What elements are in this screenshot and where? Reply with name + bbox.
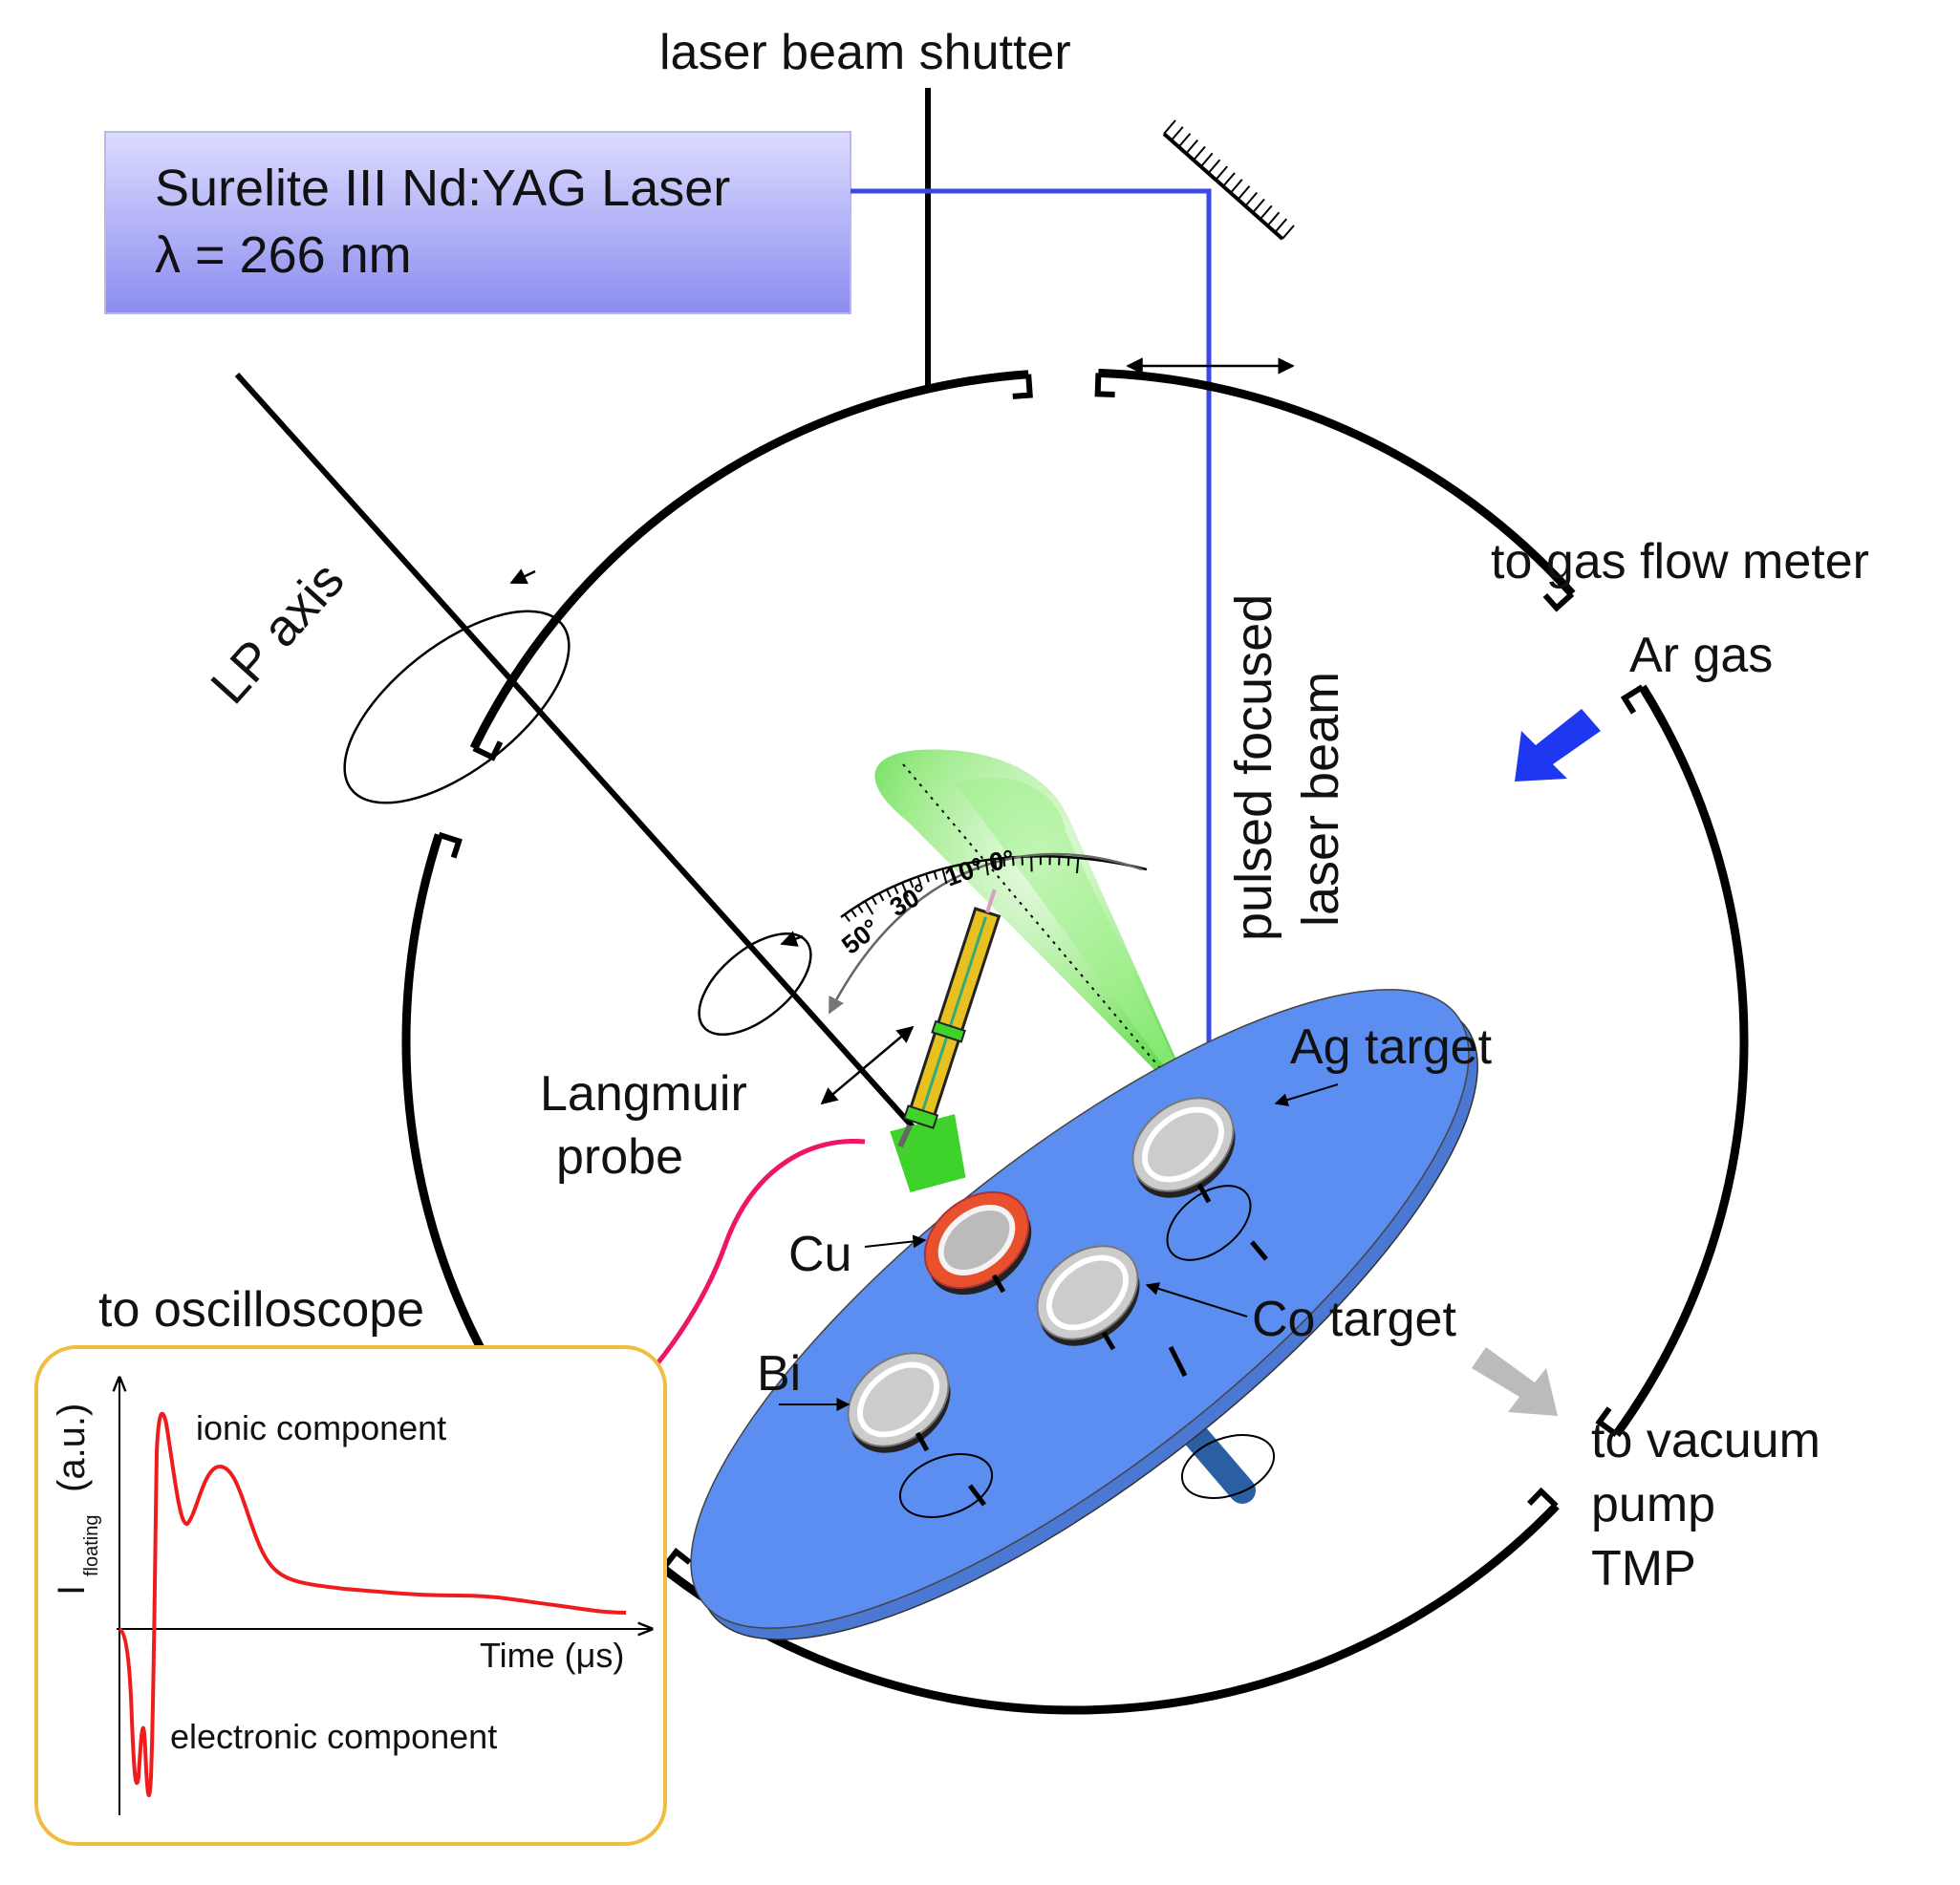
angle-tick [1068, 857, 1069, 866]
vacuum-label: to vacuum [1591, 1413, 1820, 1468]
mirror-hatch-line [1194, 147, 1205, 161]
angle-tick [865, 901, 872, 914]
oscilloscope-label: to oscilloscope [98, 1282, 424, 1338]
angle-tick [935, 871, 937, 880]
tmp-label: TMP [1591, 1541, 1696, 1596]
mirror-hatch-line [1268, 212, 1280, 225]
chamber-flange [1625, 687, 1643, 713]
cu-label: Cu [788, 1227, 851, 1282]
ag-target-label: Ag target [1290, 1019, 1493, 1075]
laser-beam-label: laser beam [1292, 672, 1349, 927]
probe-label: probe [556, 1129, 683, 1185]
mirror-hatch-line [1223, 173, 1235, 186]
mirror-hatch-line [1179, 134, 1191, 147]
mirror-hatch-line [1201, 153, 1213, 166]
mirror-hatch-line [1245, 193, 1257, 206]
mirror-hatch-line [1275, 219, 1286, 232]
electronic-component-label: electronic component [170, 1717, 497, 1756]
shutter-label: laser beam shutter [659, 25, 1071, 80]
mirror-hatch-line [1231, 180, 1242, 193]
co-target-label: Co target [1252, 1292, 1456, 1347]
ar-gas-label: Ar gas [1629, 628, 1773, 683]
ionic-component-label: ionic component [196, 1408, 446, 1447]
angle-label-0: 0° [987, 845, 1017, 877]
bi-label: Bi [757, 1346, 801, 1402]
angle-tick [872, 897, 876, 905]
angle-label-50: 50° [836, 913, 885, 960]
angle-tick [845, 914, 850, 921]
langmuir-label: Langmuir [540, 1066, 747, 1122]
mirror-hatch-line [1238, 186, 1250, 200]
angle-tick [1077, 858, 1078, 873]
pump-label: pump [1591, 1477, 1715, 1532]
mirror [1164, 120, 1294, 239]
angle-tick [926, 874, 929, 883]
probe-rotation-indicator [681, 914, 829, 1053]
angle-label-30: 30° [885, 878, 933, 922]
current-axis-unit: (a.u.) [51, 1403, 93, 1492]
chamber-wall-arc [1616, 687, 1744, 1434]
mirror-hatch-line [1253, 200, 1264, 213]
current-axis-subscript: floating [81, 1515, 102, 1577]
chamber-wall-arc [474, 375, 1028, 748]
mirror-hatch-line [1260, 205, 1272, 219]
mirror-hatch-line [1216, 166, 1227, 180]
mirror-hatch-line [1164, 120, 1175, 134]
angle-tick [851, 910, 856, 916]
chamber-flange [439, 835, 459, 858]
laser-name: Surelite III Nd:YAG Laser [155, 160, 730, 217]
vacuum-pump-arrow [1472, 1347, 1558, 1416]
laser-wavelength: λ = 266 nm [155, 226, 412, 284]
langmuir-probe [890, 885, 1009, 1193]
mirror-hatch-line [1172, 127, 1183, 140]
lp-axis-label: LP axis [200, 551, 355, 715]
angle-tick [858, 906, 863, 913]
lp-axis-line [237, 375, 917, 1132]
pulsed-focused-label: pulsed focused [1225, 594, 1282, 941]
angle-tick [879, 893, 883, 901]
ar-gas-arrow [1515, 709, 1601, 782]
chamber-flange [663, 1552, 690, 1568]
mirror-hatch-line [1186, 140, 1197, 154]
chamber-flange [1545, 594, 1572, 609]
mirror-hatch-line [1282, 225, 1294, 239]
time-axis-label: Time (μs) [480, 1636, 624, 1675]
chamber-flange [1529, 1491, 1556, 1506]
gas-flow-meter-label: to gas flow meter [1491, 534, 1869, 589]
laser-beam [851, 191, 1209, 1080]
mirror-hatch-line [1209, 160, 1220, 173]
current-axis-symbol: I [51, 1585, 93, 1596]
